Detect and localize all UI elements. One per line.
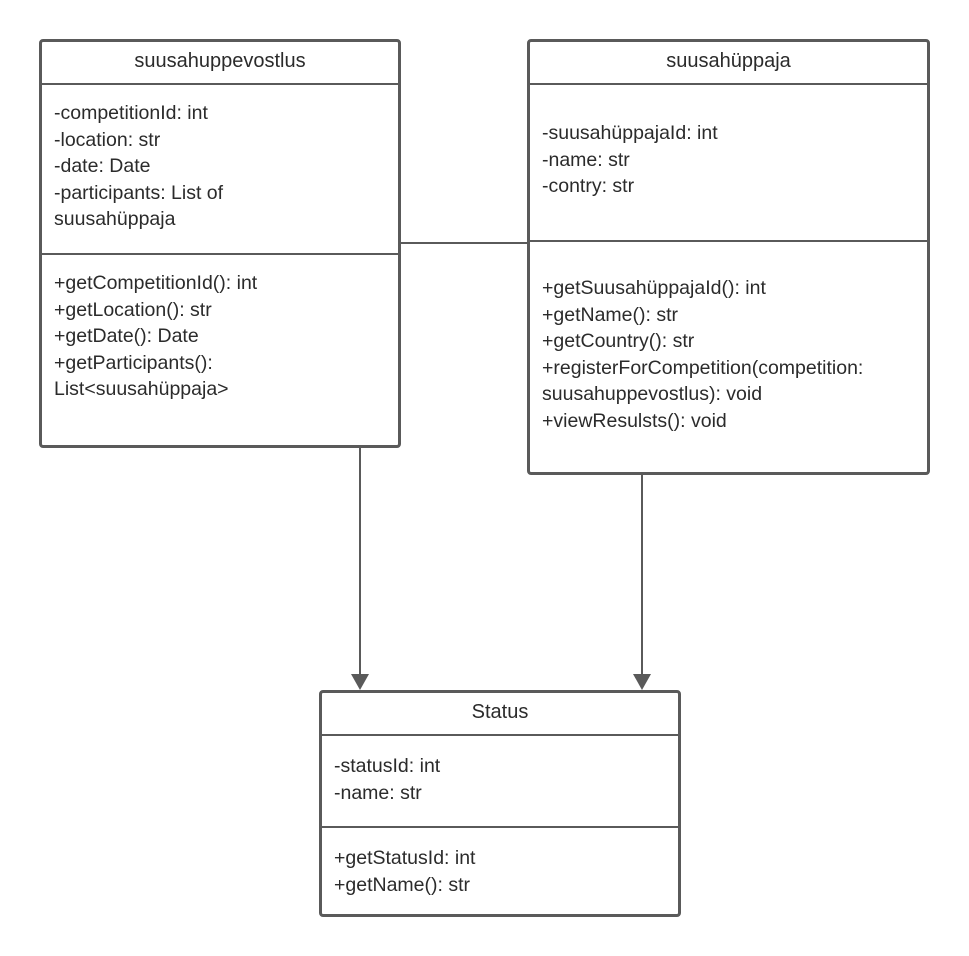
method: +getName(): str: [542, 303, 678, 326]
attribute: -name: str: [542, 148, 630, 171]
method: List<suusahüppaja>: [54, 378, 229, 400]
attribute: -competitionId: int: [54, 102, 208, 124]
attribute: -name: str: [334, 781, 422, 804]
attribute: -date: Date: [54, 155, 151, 177]
attribute: -suusahüppajaId: int: [542, 122, 718, 144]
class-name: suusahüppaja: [530, 42, 927, 85]
methods-section: +getStatusId: int +getName(): str: [322, 828, 678, 914]
attributes-section: -statusId: int -name: str: [322, 736, 678, 828]
methods-section: +getCompetitionId(): int +getLocation():…: [42, 255, 398, 445]
method: +getStatusId: int: [334, 847, 476, 869]
method: suusahuppevostlus): void: [542, 383, 763, 405]
method: +getCountry(): str: [542, 330, 695, 352]
method: +registerForCompetition(competition:: [542, 356, 864, 379]
method: +getSuusahüppajaId(): int: [542, 277, 766, 299]
methods-section: +getSuusahüppajaId(): int +getName(): st…: [530, 242, 927, 472]
method: +getCompetitionId(): int: [54, 272, 258, 294]
method: +getName(): str: [334, 873, 470, 896]
method: +getParticipants():: [54, 351, 213, 374]
attribute: -statusId: int: [334, 755, 441, 777]
attribute: -contry: str: [542, 175, 635, 197]
class-box-suusahuppevostlus[interactable]: suusahuppevostlus -competitionId: int -l…: [39, 39, 401, 448]
attributes-section: -suusahüppajaId: int -name: str -contry:…: [530, 85, 927, 242]
class-name: suusahuppevostlus: [42, 42, 398, 85]
method: +viewResulsts(): void: [542, 409, 727, 432]
arrowhead-competition-to-status: [351, 674, 369, 690]
arrowhead-jumper-to-status: [633, 674, 651, 690]
method: +getLocation(): str: [54, 298, 212, 321]
class-box-status[interactable]: Status -statusId: int -name: str +getSta…: [319, 690, 681, 917]
attribute: suusahüppaja: [54, 208, 176, 230]
class-box-suusahuppaja[interactable]: suusahüppaja -suusahüppajaId: int -name:…: [527, 39, 930, 475]
attribute: -participants: List of: [54, 181, 224, 204]
method: +getDate(): Date: [54, 325, 199, 347]
attributes-section: -competitionId: int -location: str -date…: [42, 85, 398, 255]
class-name: Status: [322, 693, 678, 736]
attribute: -location: str: [54, 128, 161, 151]
